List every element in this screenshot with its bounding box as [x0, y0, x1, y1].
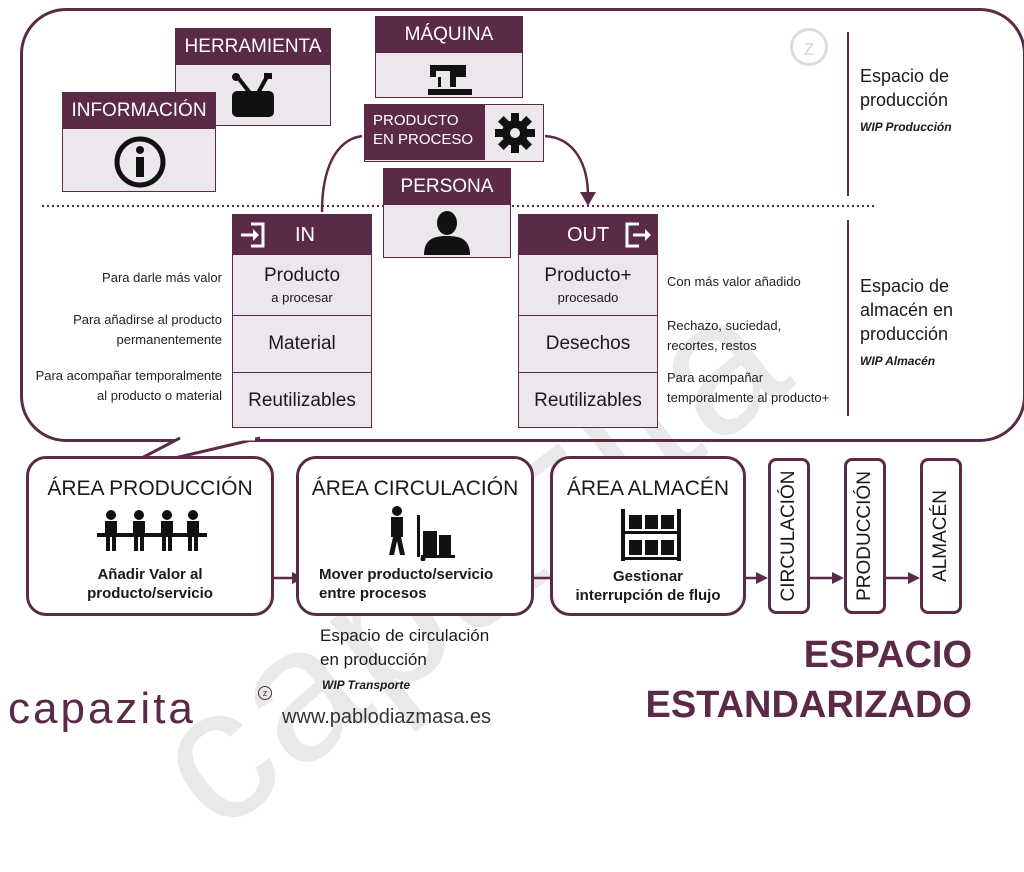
area-circulation-text: Mover producto/servicio entre procesos — [319, 566, 494, 602]
hand-truck-worker-icon — [389, 506, 455, 561]
out-note-value: Con más valor añadido — [667, 274, 801, 289]
person-card: PERSONA — [383, 168, 511, 258]
in-row-reusables: Reutilizables — [233, 372, 371, 428]
person-icon — [424, 211, 470, 255]
side-production-space: Espacio de producción WIP Producción — [860, 66, 952, 134]
vertical-circulation: CIRCULACIÓN — [768, 458, 810, 614]
in-note-permanent: Para añadirse al producto permanentement… — [73, 312, 222, 347]
machine-card: MÁQUINA — [375, 16, 523, 98]
brand-logo: capazita — [8, 684, 196, 733]
out-row-reusables: Reutilizables — [519, 372, 657, 428]
area-production: ÁREA PRODUCCIÓN Añadir Valor al producto… — [26, 456, 274, 616]
vertical-storage: ALMACÉN — [920, 458, 962, 614]
information-label: INFORMACIÓN — [63, 93, 215, 129]
in-note-temporary: Para acompañar temporalmente al producto… — [35, 368, 222, 403]
workers-icon — [97, 510, 207, 551]
product-in-process-card: PRODUCTO EN PROCESO — [364, 104, 544, 162]
brand-trademark-icon: z — [258, 686, 272, 700]
out-note-waste: Rechazo, suciedad, recortes, restos — [667, 318, 782, 353]
in-box: IN Producto a procesar Material Reutiliz… — [232, 214, 372, 428]
in-title: IN — [295, 224, 315, 246]
circulation-caption: Espacio de circulación en producción WIP… — [320, 626, 490, 692]
person-label: PERSONA — [384, 169, 510, 205]
enter-icon — [241, 222, 265, 248]
in-row-material: Material — [233, 315, 371, 372]
out-title: OUT — [567, 224, 610, 246]
tool-label: HERRAMIENTA — [176, 29, 330, 65]
shelving-icon — [621, 509, 681, 561]
trademark-icon: z — [790, 28, 828, 66]
information-card: INFORMACIÓN — [62, 92, 216, 192]
in-header: IN — [233, 215, 371, 255]
headline: ESPACIO ESTANDARIZADO — [645, 634, 972, 726]
side-storage-space: Espacio de almacén en producción WIP Alm… — [860, 276, 954, 368]
out-row-waste: Desechos — [519, 315, 657, 372]
gear-icon — [495, 113, 535, 153]
vertical-production: PRODUCCIÓN — [844, 458, 886, 614]
in-note-value: Para darle más valor — [102, 270, 222, 285]
out-row-product: Producto+ procesado — [544, 265, 632, 305]
out-box: OUT Producto+ procesado Desechos Reutili… — [518, 214, 658, 428]
area-circulation: ÁREA CIRCULACIÓN Mover producto/servicio… — [296, 456, 534, 616]
area-storage: ÁREA ALMACÉN Gestionar interrupción de f… — [550, 456, 746, 616]
info-icon — [114, 136, 166, 188]
in-row-product: Producto a procesar — [263, 265, 341, 305]
area-storage-text: Gestionar interrupción de flujo — [575, 568, 721, 604]
out-note-temporary: Para acompañar temporalmente al producto… — [667, 370, 830, 405]
exit-icon — [625, 222, 651, 248]
area-production-text: Añadir Valor al producto/servicio — [87, 566, 213, 602]
out-header: OUT — [519, 215, 657, 255]
toolbox-icon — [232, 73, 274, 117]
sewing-machine-icon — [428, 65, 472, 95]
machine-label: MÁQUINA — [376, 17, 522, 53]
brand-url: www.pablodiazmasa.es — [282, 706, 491, 728]
product-in-process-label: PRODUCTO EN PROCESO — [365, 105, 485, 160]
